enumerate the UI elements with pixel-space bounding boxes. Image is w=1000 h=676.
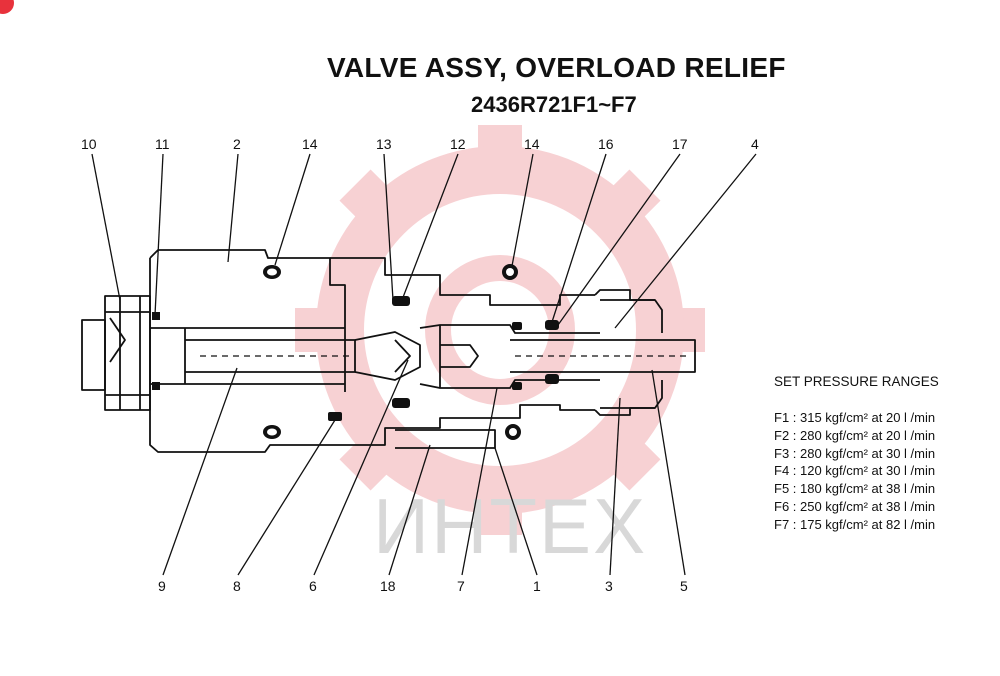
callout-label: 3 xyxy=(605,578,613,594)
callout-label: 18 xyxy=(380,578,396,594)
range-row: F5 : 180 kgf/cm² at 38 l /min xyxy=(774,481,936,497)
corner-badge xyxy=(0,0,14,14)
set-pressure-ranges: SET PRESSURE RANGES F1 : 315 kgf/cm² at … xyxy=(774,374,939,534)
callout-label: 9 xyxy=(158,578,166,594)
callout-label: 13 xyxy=(376,136,392,152)
range-row: F6 : 250 kgf/cm² at 38 l /min xyxy=(774,498,936,514)
callout-label: 1 xyxy=(533,578,541,594)
callout-label: 14 xyxy=(524,136,540,152)
callout-label: 16 xyxy=(598,136,614,152)
callout-label: 10 xyxy=(81,136,97,152)
callout-label: 4 xyxy=(751,136,759,152)
callout-label: 12 xyxy=(450,136,466,152)
callout-label: 5 xyxy=(680,578,688,594)
range-row: F3 : 280 kgf/cm² at 30 l /min xyxy=(774,445,936,461)
watermark-text: ИНТЕХ xyxy=(373,482,647,570)
ranges-heading: SET PRESSURE RANGES xyxy=(774,374,939,389)
range-row: F7 : 175 kgf/cm² at 82 l /min xyxy=(774,516,936,532)
callout-label: 7 xyxy=(457,578,465,594)
watermark-gear-icon xyxy=(295,125,705,535)
callouts-top: 10 11 2 14 13 12 14 16 17 4 xyxy=(81,136,759,152)
range-row: F2 : 280 kgf/cm² at 20 l /min xyxy=(774,427,936,443)
range-row: F4 : 120 kgf/cm² at 30 l /min xyxy=(774,463,936,479)
part-number: 2436R721F1~F7 xyxy=(471,92,637,117)
callouts-bottom: 9 8 6 18 7 1 3 5 xyxy=(158,578,688,594)
callout-label: 2 xyxy=(233,136,241,152)
range-row: F1 : 315 kgf/cm² at 20 l /min xyxy=(774,410,936,425)
callout-label: 14 xyxy=(302,136,318,152)
callout-label: 11 xyxy=(155,136,170,152)
diagram-title: VALVE ASSY, OVERLOAD RELIEF xyxy=(327,52,786,83)
callout-label: 17 xyxy=(672,136,688,152)
callout-label: 6 xyxy=(309,578,317,594)
callout-label: 8 xyxy=(233,578,241,594)
